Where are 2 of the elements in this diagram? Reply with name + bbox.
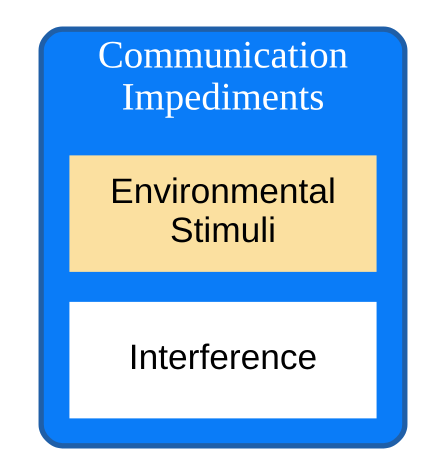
node-box: Environmental Stimuli: [69, 155, 377, 272]
node-box: Interference: [69, 302, 377, 418]
